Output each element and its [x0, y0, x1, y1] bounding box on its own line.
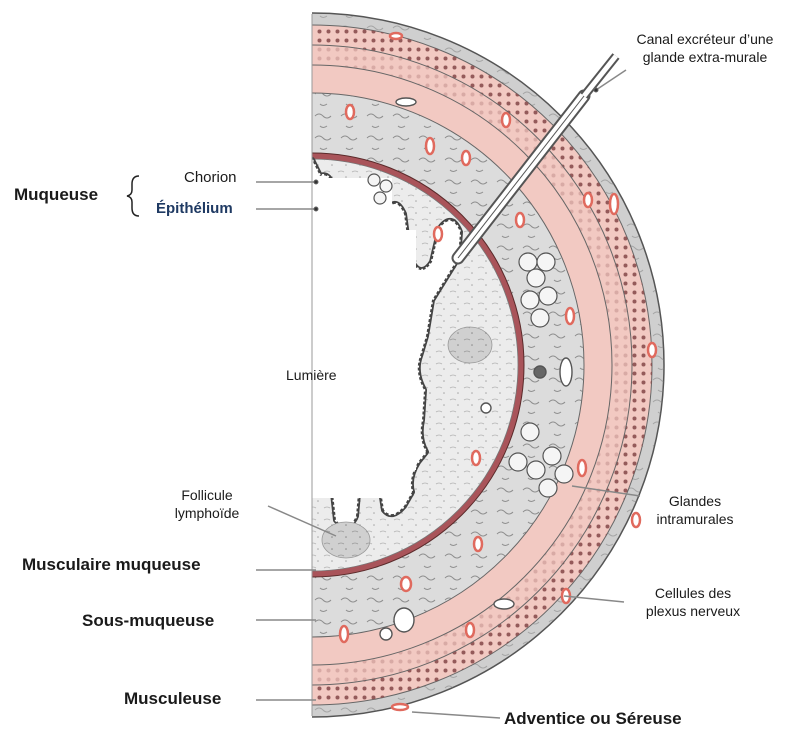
label-musculeuse: Musculeuse — [124, 688, 221, 710]
label-canal-line2: glande extra-murale — [620, 48, 790, 66]
label-sous-muqueuse: Sous-muqueuse — [82, 610, 214, 632]
label-glandes-line1: Glandes — [640, 492, 750, 510]
label-follicule-lymphoide: Follicule lymphoïde — [152, 486, 262, 522]
label-follicule-line1: Follicule — [152, 486, 262, 504]
label-muqueuse: Muqueuse — [14, 184, 98, 206]
label-lumiere: Lumière — [286, 366, 337, 384]
label-canal-excreteur: Canal excréteur d’une glande extra-mural… — [620, 30, 790, 66]
label-epithelium: Épithélium — [156, 199, 233, 218]
muqueuse-bracket — [127, 176, 139, 216]
label-chorion: Chorion — [184, 168, 237, 187]
label-cellules-plexus: Cellules des plexus nerveux — [628, 584, 758, 620]
lumen — [312, 230, 416, 470]
label-adventice-sereuse: Adventice ou Séreuse — [504, 708, 682, 730]
label-follicule-line2: lymphoïde — [152, 504, 262, 522]
label-cellules-line2: plexus nerveux — [628, 602, 758, 620]
label-canal-line1: Canal excréteur d’une — [620, 30, 790, 48]
label-cellules-line1: Cellules des — [628, 584, 758, 602]
label-glandes-intramurales: Glandes intramurales — [640, 492, 750, 528]
label-glandes-line2: intramurales — [640, 510, 750, 528]
label-musculaire-muqueuse: Musculaire muqueuse — [22, 554, 201, 576]
